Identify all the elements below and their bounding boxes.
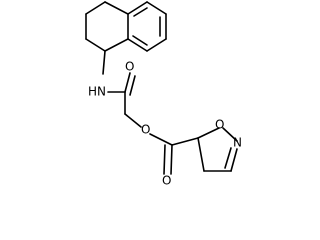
- bond-carbonyl-c5: [171, 137, 199, 146]
- bond-c5-o1: [197, 127, 220, 139]
- bond-ar-2: [146, 1, 167, 15]
- bond-amide-co-2: [129, 75, 136, 96]
- bond-sat-2: [85, 1, 106, 15]
- bond-sat-1: [104, 1, 129, 15]
- bond-amide-co-1: [124, 72, 131, 93]
- bond-ch2-oester: [124, 113, 142, 128]
- bond-oester-carbonyl: [149, 133, 173, 146]
- bond-ar-5: [127, 38, 148, 52]
- bond-ar-double-a: [133, 7, 148, 17]
- bond-ar-1: [127, 1, 148, 15]
- bond-n2-c3-double: [224, 147, 232, 169]
- molecule-canvas: HN O O O O N: [85, 1, 242, 188]
- bond-ester-co-1: [170, 144, 173, 175]
- bond-n2-c3: [230, 148, 238, 172]
- bond-ar-4: [146, 38, 167, 52]
- ester-carbonyl-oxygen-label: O: [162, 174, 171, 188]
- ring-nitrogen-label: N: [233, 136, 242, 150]
- nh-label: HN: [88, 85, 106, 99]
- bond-ar-double-c: [132, 35, 148, 46]
- bond-c4-c5: [197, 137, 205, 172]
- ester-link-oxygen-label: O: [141, 123, 150, 137]
- bond-sat-4: [85, 38, 106, 52]
- bond-ester-co-2: [163, 144, 166, 175]
- bond-sat-5: [104, 38, 129, 52]
- ring-oxygen-label: O: [215, 118, 224, 132]
- molecule-structure: HN O O O O N: [85, 1, 242, 188]
- bond-c1-nh: [102, 50, 106, 75]
- amide-oxygen-label: O: [125, 60, 134, 74]
- bond-o1-n2: [222, 127, 238, 142]
